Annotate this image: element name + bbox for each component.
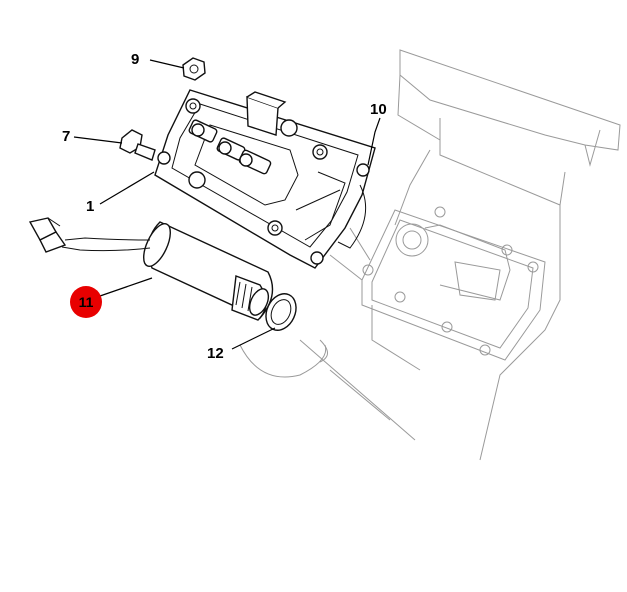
- engine-housing-background: [239, 49, 621, 461]
- callout-10: 10: [370, 101, 387, 118]
- callout-1: 1: [86, 198, 94, 215]
- bolt-part-7: [119, 129, 156, 161]
- leader-1: [99, 171, 155, 205]
- highlight-circle: [70, 286, 102, 318]
- leader-7: [73, 136, 123, 144]
- valve-fittings: [188, 119, 272, 175]
- callout-11-highlight[interactable]: 11: [70, 286, 102, 318]
- callout-12: 12: [207, 345, 224, 362]
- leader-10: [367, 117, 381, 166]
- callout-9: 9: [131, 51, 139, 68]
- callout-11: 11: [79, 294, 94, 310]
- cover-plate: [154, 89, 376, 269]
- leader-11: [99, 277, 153, 297]
- callout-7: 7: [62, 128, 70, 145]
- solenoid-part-11: [28, 217, 274, 321]
- nut-part-9: [182, 57, 206, 81]
- leader-9: [149, 59, 185, 69]
- leader-12: [231, 327, 276, 350]
